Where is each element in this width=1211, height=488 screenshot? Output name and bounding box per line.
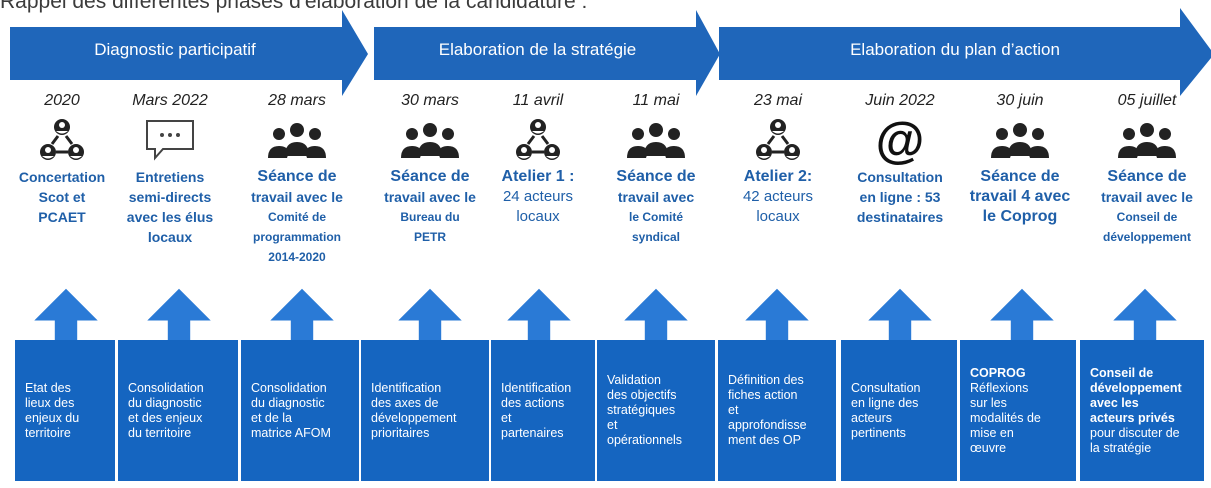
group-people-icon [237,112,357,167]
up-arrow-icon [26,285,106,341]
group-people-icon [370,112,490,167]
up-arrow-icon [1105,285,1185,341]
up-arrow-icon [499,285,579,341]
network-people-icon [2,112,122,167]
step-date: 11 mai [632,92,680,109]
group-people-icon [960,112,1080,167]
page-title: Rappel des différentes phases d'élaborat… [0,0,588,13]
phase-arrow-3 [719,8,1211,96]
up-arrow-icon [390,285,470,341]
phase-arrows [10,8,1211,96]
step-date: 30 mars [401,92,459,109]
step-date: 05 juillet [1117,92,1177,109]
at-sign-icon: @ [875,111,925,168]
phase-arrow-2 [374,10,720,96]
up-arrow-icon [616,285,696,341]
step-date: Mars 2022 [132,92,208,109]
phase-label-strategie: Elaboration de la stratégie [438,40,637,59]
group-people-icon [1083,112,1211,167]
phase-arrow-1 [10,10,368,96]
step-date: Juin 2022 [865,92,935,109]
chat-bubble-icon [110,112,230,167]
network-people-icon [478,112,598,167]
step-date: 28 mars [268,92,326,109]
up-arrow-icon [982,285,1062,341]
up-arrow-icon [262,285,342,341]
up-arrow-icon [737,285,817,341]
network-people-icon [718,112,838,167]
group-people-icon [596,112,716,167]
step-date: 30 juin [996,92,1044,109]
step-date: 2020 [44,92,80,109]
step-date: 23 mai [753,92,803,109]
up-arrow-icon [139,285,219,341]
phase-label-diagnostic: Diagnostic participatif [94,40,256,59]
step-date: 11 avril [512,92,564,109]
phase-label-plan-action: Elaboration du plan d’action [850,40,1060,59]
up-arrow-icon [860,285,940,341]
